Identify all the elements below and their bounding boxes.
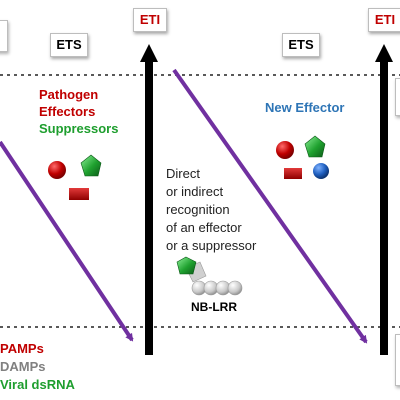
red-rectangle-icon [69,188,89,200]
viral-dsrna-label: Viral dsRNA [0,377,75,392]
pamps-label: PAMPs [0,341,44,356]
suppressors-label: Suppressors [39,121,119,136]
right-eti-arrowhead [375,44,393,62]
blue-circle-icon [313,163,329,179]
right-decline-arrow [172,68,368,344]
effectors-label: Effectors [39,104,96,119]
pathogen-label: Pathogen [39,87,99,102]
right-edge-box-top [395,78,400,116]
left-eti-arrowhead [140,44,158,62]
recognition-line-4: of an effector [166,220,242,235]
green-pentagon-icon [80,154,102,177]
recognition-line-5: or a suppressor [166,238,257,253]
left-edge-box [0,20,8,52]
eti-left-label: ETI [133,8,167,32]
eti-right-label: ETI [368,8,400,32]
left-decline-arrow [0,140,134,342]
green-pentagon-icon [304,135,326,158]
ets-left-label: ETS [50,33,88,57]
new-effector-label: New Effector [265,100,345,115]
red-circle-icon [48,161,66,179]
recognition-line-1: Direct [166,166,200,181]
damps-label: DAMPs [0,359,46,374]
recognition-line-2: or indirect [166,184,224,199]
red-circle-icon [276,141,294,159]
right-edge-box-bottom [395,334,400,386]
ets-right-label: ETS [282,33,320,57]
red-rectangle-icon [284,168,302,179]
nb-lrr-receptor-icon [176,256,243,296]
recognition-line-3: recognition [166,202,230,217]
nb-lrr-label: NB-LRR [191,300,237,314]
